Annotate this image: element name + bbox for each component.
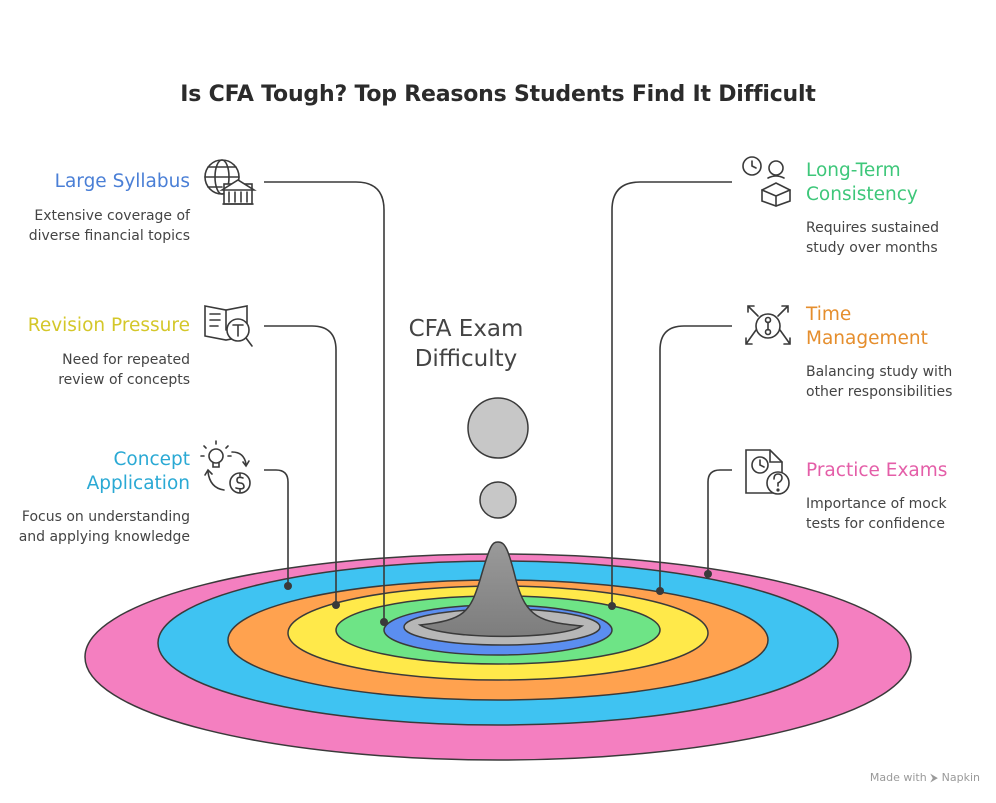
item-title-concept-application: Concept Application — [86, 449, 190, 494]
item-desc-revision-pressure: Need for repeated review of concepts — [58, 352, 190, 388]
connector-dot — [608, 602, 616, 610]
item-desc-long-term-consistency: Requires sustained study over months — [806, 220, 939, 256]
connector-practice-exams — [707, 469, 732, 574]
center-label: CFA Exam Difficulty — [366, 314, 566, 374]
item-title-time-management: Time Management — [806, 304, 928, 349]
connector-dot — [284, 582, 292, 590]
exam-clock-question-icon — [745, 449, 790, 495]
connector-revision-pressure — [264, 325, 337, 605]
arrows-clock-icon — [745, 305, 791, 345]
connector-large-syllabus — [264, 181, 385, 622]
footer-made-with-napkin[interactable]: Made with ⮞ Napkin — [869, 771, 980, 784]
connector-dot — [656, 587, 664, 595]
idea-money-cycle-icon — [200, 440, 251, 494]
connector-dot — [380, 618, 388, 626]
page-title: Is CFA Tough? Top Reasons Students Find … — [180, 82, 816, 107]
connector-time-management — [659, 325, 732, 591]
center-label-line1: CFA Exam — [408, 316, 524, 342]
item-desc-practice-exams: Importance of mock tests for confidence — [806, 496, 947, 532]
clock-person-icon — [742, 156, 791, 207]
item-desc-time-management: Balancing study with other responsibilit… — [806, 364, 953, 400]
item-title-practice-exams: Practice Exams — [806, 460, 948, 481]
connector-dot — [704, 570, 712, 578]
connector-concept-application — [264, 469, 289, 586]
connector-long-term-consistency — [611, 181, 732, 606]
droplet-large — [467, 397, 529, 459]
connector-dot — [332, 601, 340, 609]
item-desc-concept-application: Focus on understanding and applying know… — [18, 509, 190, 545]
book-search-icon — [204, 305, 253, 347]
droplet-small — [479, 481, 517, 519]
center-label-line2: Difficulty — [414, 346, 518, 372]
item-title-large-syllabus: Large Syllabus — [54, 171, 190, 192]
globe-bank-icon — [204, 159, 257, 205]
item-desc-large-syllabus: Extensive coverage of diverse financial … — [28, 208, 190, 244]
item-title-long-term-consistency: Long-Term Consistency — [806, 160, 918, 205]
item-title-revision-pressure: Revision Pressure — [27, 315, 190, 336]
center-peak — [417, 541, 585, 638]
